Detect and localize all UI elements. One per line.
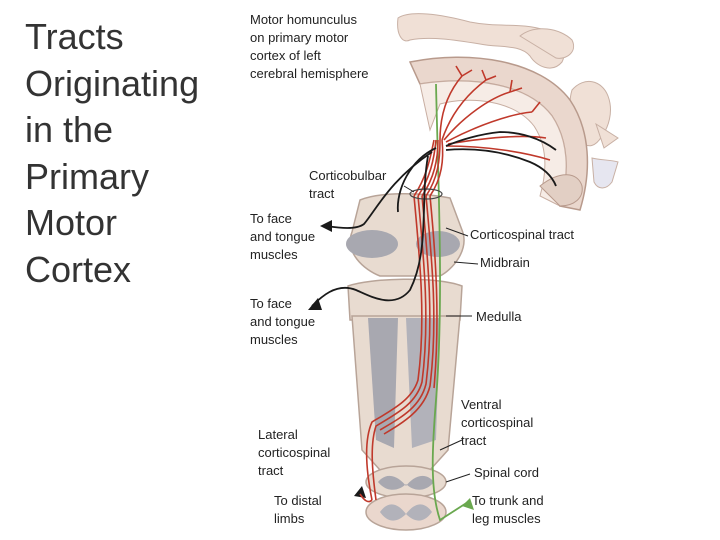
label-lateral-corticospinal-tract: Lateral corticospinal tract	[258, 427, 331, 478]
slide-title: Tracts Originating in the Primary Motor …	[25, 14, 235, 293]
title-line-5: Motor	[25, 202, 118, 243]
title-line-4: Primary	[25, 155, 149, 197]
arrow-distal-limbs	[354, 486, 366, 498]
label-homunculus: Motor homunculus on primary motor cortex…	[250, 12, 369, 81]
cortical-fibers	[439, 65, 551, 161]
label-spinal-cord: Spinal cord	[474, 465, 540, 480]
title-line-3: in the	[25, 109, 114, 150]
arrow-face-2	[308, 298, 322, 310]
arrow-trunk-leg	[462, 498, 474, 510]
label-face-tongue-1: To face and tongue muscles	[250, 211, 316, 262]
brainstem	[346, 193, 465, 471]
title-line-2: Originating	[25, 62, 200, 104]
title-line-1: Tracts	[25, 16, 124, 57]
label-ventral-corticospinal-tract: Ventral corticospinal tract	[461, 397, 534, 448]
label-distal-limbs: To distal limbs	[274, 493, 322, 526]
label-trunk-leg-muscles: To trunk and leg muscles	[472, 493, 544, 526]
internal-capsule-ring	[409, 188, 443, 200]
label-corticospinal-tract: Corticospinal tract	[470, 227, 575, 242]
spinal-cord	[365, 465, 447, 531]
leader-lines	[403, 185, 479, 483]
motor-nerves	[311, 131, 557, 307]
title-line-6: Cortex	[25, 248, 132, 290]
label-corticobulbar-tract: Corticobulbar tract	[309, 168, 387, 201]
label-midbrain: Midbrain	[480, 255, 530, 270]
arrow-face-1	[320, 220, 332, 232]
distal-limb-fiber	[359, 493, 373, 503]
label-medulla: Medulla	[476, 309, 522, 324]
label-face-tongue-2: To face and tongue muscles	[250, 296, 316, 347]
